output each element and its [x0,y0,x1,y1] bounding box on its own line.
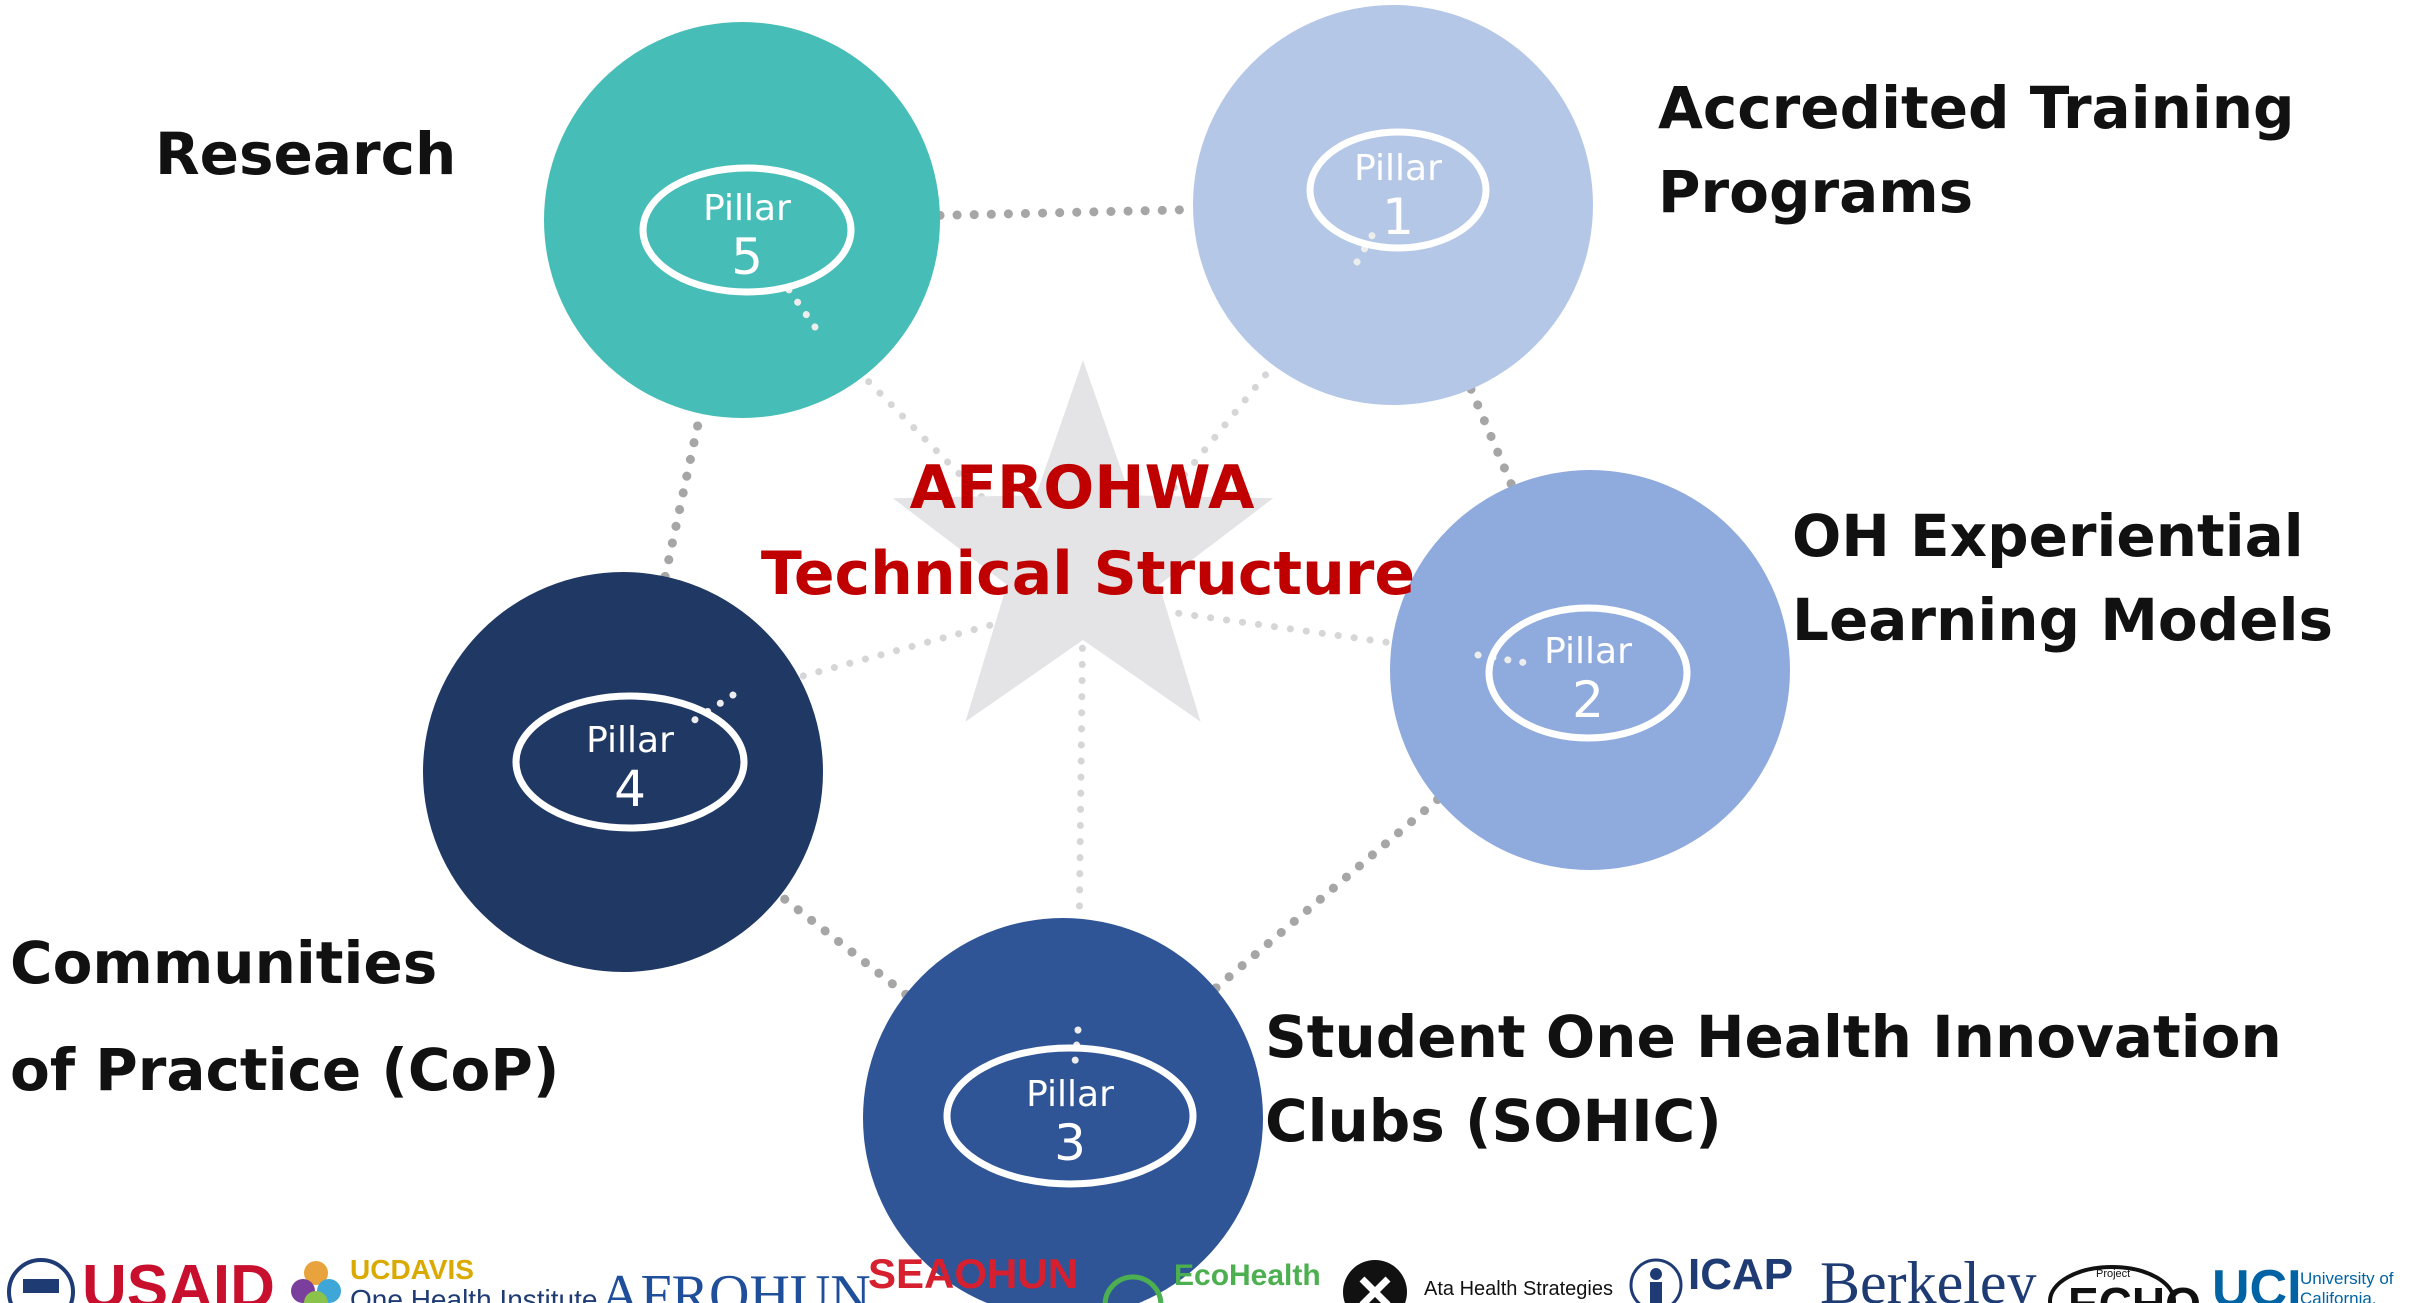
connector-line-4 [775,891,911,999]
pillar-1-oval [1306,128,1490,252]
pillar-3-circle [863,918,1263,1303]
pillar-2-description: OH Experiential Learning Models [1792,494,2333,662]
connector-line-3 [1210,795,1443,993]
pillar-5-oval [639,164,855,296]
pillar-2-circle [1390,470,1790,870]
pillar-1-desc-line2: Programs [1658,158,1974,227]
pillar-1-circle [1193,5,1593,405]
pillar-3-desc-line1: Student One Health Innovation [1265,1003,2282,1071]
pillar-4-desc-line1: Communities [10,929,438,997]
usaid-logo-text: USAID [82,1255,275,1303]
pillar-4-inner-spoke [683,691,737,729]
pillar-4-circle [423,572,823,972]
icap-logo-text: ICAP [1688,1255,1794,1299]
uci-logo-text: UCI [2212,1260,2302,1303]
partner-logos: USAID UCDAVIS One Health Institute AFROH… [0,1255,2422,1303]
pillar-5-desc-line1: Research [155,120,457,188]
pillar-2-oval [1485,604,1691,742]
pillar-5-inner-spoke [780,279,819,331]
ata-x-icon [1343,1260,1407,1303]
pillar-4-oval [512,692,748,832]
pillar-2-desc-line1: OH Experiential [1792,502,2304,570]
pillar-2-number: 2 [1572,671,1604,729]
star-icon [892,360,1274,722]
echo-ring-icon [2048,1265,2176,1303]
pillar-5-circle [544,22,940,418]
ata-logo-text: Ata Health Strategies [1424,1278,1613,1300]
icap-figure-icon [1629,1258,1683,1303]
seaohun-logo-text: SEAOHUN [868,1255,1079,1297]
berkeley-logo-text: Berkeley [1820,1255,2037,1303]
pillar-4-description: Communities of Practice (CoP) [10,910,559,1125]
uci-logo-subtext: University of California, Irvine [2300,1269,2394,1303]
pillar-4-number: 4 [614,760,646,818]
pillar-4-desc-line2: of Practice (CoP) [10,1036,560,1105]
diagram-title-line1: AFROHWA [910,453,1255,523]
pillar-1-number: 1 [1382,188,1414,246]
ecohealth-leaf-icon [1102,1274,1164,1303]
pillar-1-description: Accredited Training Programs [1658,66,2295,234]
pillar-3-desc-line2: Clubs (SOHIC) [1265,1087,1722,1156]
pentagon-connectors [660,205,1517,999]
connector-line-1 [935,205,1198,220]
pillar-4-label: Pillar [586,720,674,761]
pillar-5-number: 5 [731,228,763,286]
pillar-3-number: 3 [1054,1114,1086,1172]
pillar-3-oval [943,1044,1197,1188]
pillar-2-label: Pillar [1544,631,1632,672]
pillar-3-inner-spoke [1070,1026,1082,1073]
diagram-title-line2: Technical Structure [761,539,1415,609]
ucdavis-flower-icon [291,1261,341,1303]
connector-line-2 [1466,384,1517,491]
ecohealth-logo-text: EcoHealth [1174,1259,1321,1292]
pillar-3-label: Pillar [1026,1074,1114,1115]
echo-logo-text: ECHO [2068,1281,2201,1303]
pillar-5-description: Research [155,112,456,196]
echo-logo-subtext: Project [2096,1268,2131,1280]
pillar-3-description: Student One Health Innovation Clubs (SOH… [1265,995,2282,1163]
pillar-1-label: Pillar [1354,148,1442,189]
usaid-seal-icon [7,1258,75,1303]
pillar-2-desc-line2: Learning Models [1792,586,2334,655]
connector-line-5 [660,409,705,581]
pillar-5-label: Pillar [703,188,791,229]
pillar-1-desc-line1: Accredited Training [1658,74,2295,142]
ucdavis-logo-text: UCDAVIS [350,1255,474,1285]
ucdavis-logo-subtext: One Health Institute [350,1284,598,1303]
afrohun-logo-text: AFROHUN [600,1264,871,1303]
